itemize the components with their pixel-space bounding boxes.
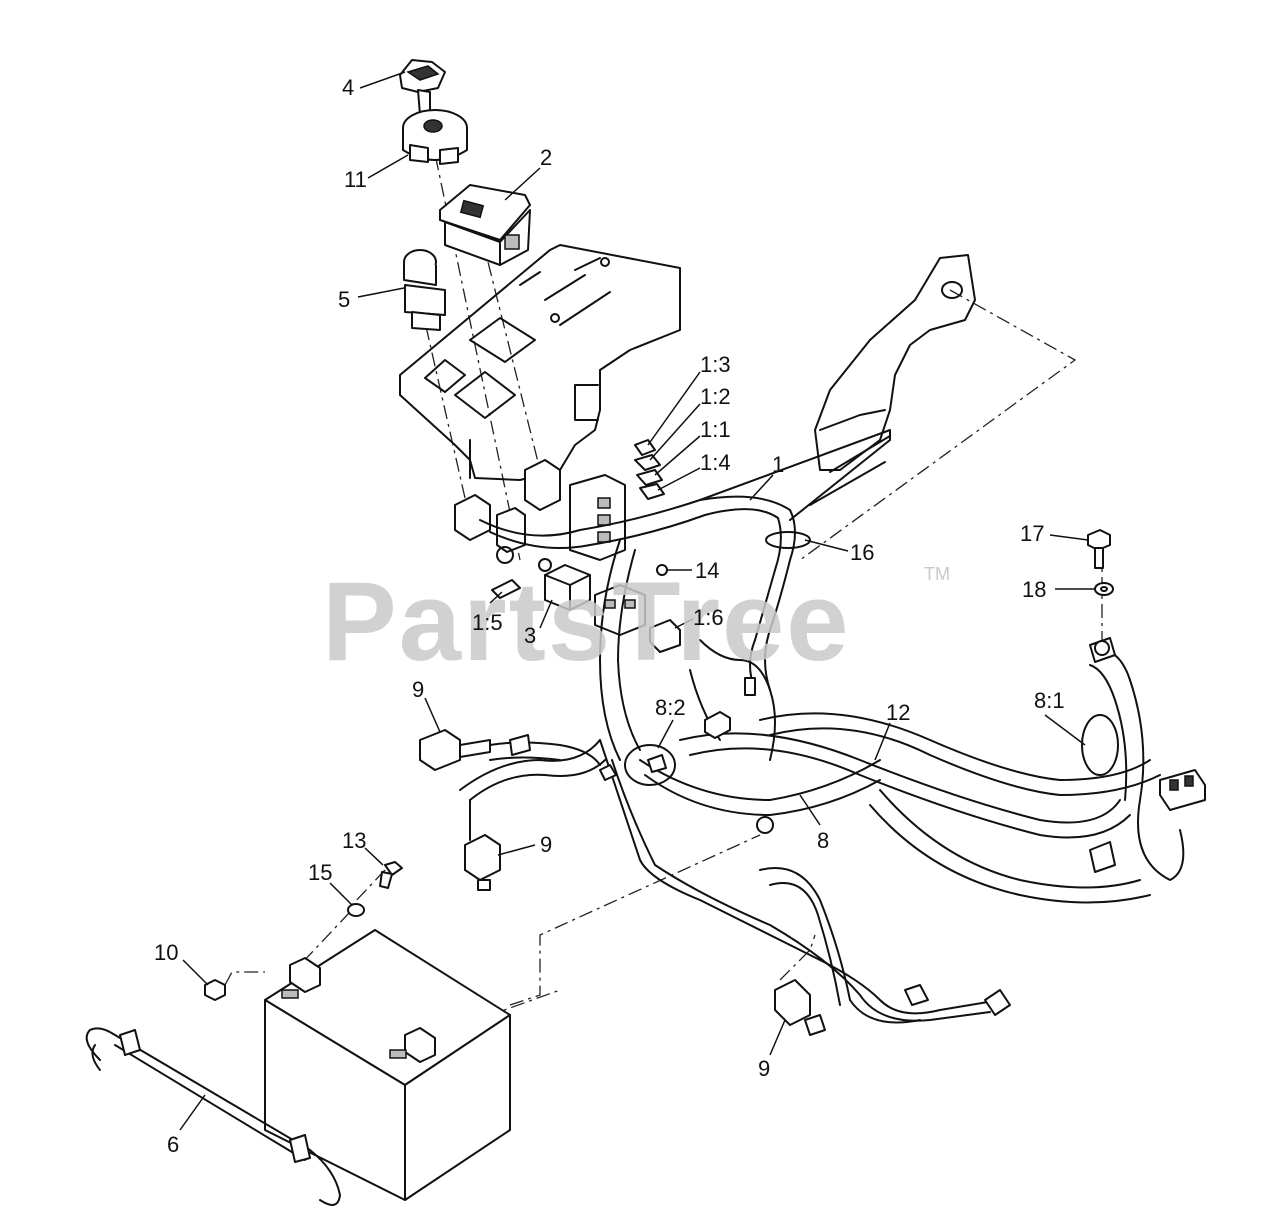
callout-1-2: 1:2 [700,384,731,409]
ignition-switch [402,109,468,165]
main-harness [459,429,1185,1024]
watermark-text: PartsTree [322,559,851,684]
callout-18: 18 [1022,577,1046,602]
callout-13: 13 [342,828,366,853]
callout-1-3: 1:3 [700,352,731,377]
connector-9-left [419,729,531,771]
callout-16: 16 [850,540,874,565]
washer-15 [347,903,365,917]
callout-10: 10 [154,940,178,965]
callout-8-1: 8:1 [1034,688,1065,713]
watermark-trademark: TM [924,564,950,584]
callout-15: 15 [308,860,332,885]
callout-9-left: 9 [412,677,424,702]
leader-lines [179,71,1095,1131]
harness-connectors [454,439,681,653]
callout-labels: 4 11 2 5 1:3 1:2 1:1 1:4 1 16 14 17 18 1… [154,75,1065,1157]
callout-14: 14 [695,558,719,583]
callout-1-4: 1:4 [700,450,731,475]
grommet-8-2 [624,744,676,786]
callout-5: 5 [338,287,350,312]
washer-18 [1094,582,1114,596]
harness-details [599,637,1206,1016]
callout-12: 12 [886,700,910,725]
battery-hold-down [85,1027,341,1206]
callout-1-6: 1:6 [693,605,724,630]
callout-6: 6 [167,1132,179,1157]
connector-9-middle [464,834,501,891]
callout-1-5: 1:5 [472,610,503,635]
bolt-13 [379,861,403,889]
callout-8: 8 [817,828,829,853]
connector-9-bottom [774,979,826,1036]
callout-11: 11 [344,167,367,192]
ignition-key [399,59,446,116]
frame-bracket [809,254,976,506]
battery [264,929,511,1201]
nut-10 [204,979,226,1001]
callout-2: 2 [540,145,552,170]
callout-9-middle: 9 [540,832,552,857]
watermark: PartsTree TM [322,559,950,684]
mounting-plate [399,244,681,481]
callout-9-bottom: 9 [758,1056,770,1081]
pto-switch [403,249,446,331]
callout-1-1: 1:1 [700,417,731,442]
callout-8-2: 8:2 [655,695,686,720]
callout-3: 3 [524,623,536,648]
callout-4: 4 [342,75,354,100]
hour-meter [439,184,531,266]
callout-17: 17 [1020,521,1044,546]
bolt-17 [1087,529,1111,569]
callout-1: 1 [772,452,784,477]
